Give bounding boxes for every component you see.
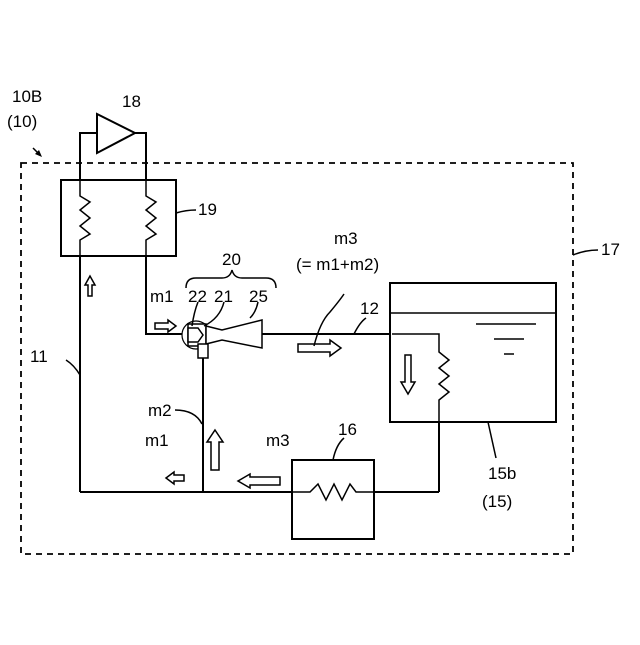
leader-17 [573,250,598,255]
label-m3-top: m3 [334,229,358,248]
label-m3-bottom: m3 [266,431,290,450]
leader-m3-top [314,294,344,346]
label-m1-bottom: m1 [145,431,169,450]
ejector-brace [186,270,276,288]
flow-arrow-m1-bottom [166,472,184,484]
label-21: 21 [214,287,233,306]
label-m3-formula: (= m1+m2) [296,255,379,274]
label-12: 12 [360,299,379,318]
leader-11 [66,360,80,375]
leader-m2 [175,410,202,424]
label-18: 18 [122,92,141,111]
flow-arrow-up-left [85,276,95,296]
compressor-pipe-right [135,133,146,182]
compressor-pipe-left [80,133,97,182]
label-m1-top: m1 [150,287,174,306]
label-16: 16 [338,420,357,439]
heater-box [292,460,374,539]
flow-arrow-m2-up [207,430,223,470]
label-15b: 15b [488,464,516,483]
flow-arrow-m3-bottom [238,474,280,488]
tank [390,283,556,422]
label-22: 22 [188,287,207,306]
label-10: (10) [7,112,37,131]
flow-arrow-m3-out [298,340,341,356]
label-10b: 10B [12,87,42,106]
leader-12 [354,318,366,334]
ejector [182,320,262,358]
heat-exchanger-box [61,180,176,256]
label-25: 25 [249,287,268,306]
flow-arrow-m1-in [155,320,176,332]
compressor-symbol [97,114,135,153]
leader-16 [333,438,344,460]
label-m2: m2 [148,401,172,420]
label-15: (15) [482,492,512,511]
label-11: 11 [30,347,48,366]
label-20: 20 [222,250,241,269]
leader-19 [176,210,196,213]
leader-15b [488,422,496,458]
label-19: 19 [198,200,217,219]
label-17: 17 [601,240,620,259]
